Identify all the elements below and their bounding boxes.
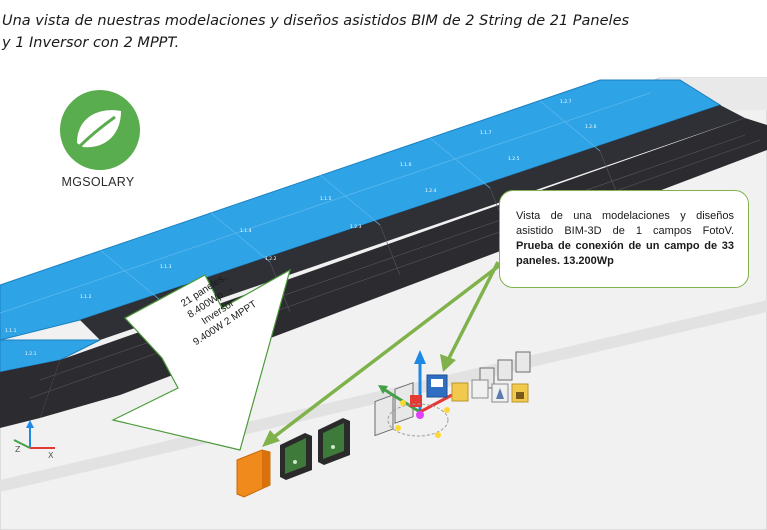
panel-label: 1.1.6 bbox=[400, 162, 412, 168]
panel-label: 1.1.7 bbox=[480, 130, 492, 136]
panel-label: 1.1.4 bbox=[240, 228, 252, 234]
caption-line-1: Una vista de nuestras modelaciones y dis… bbox=[2, 13, 630, 29]
callout-bold-text: Prueba de conexión de un campo de 33 pan… bbox=[516, 240, 734, 267]
panel-label: 1.2.3 bbox=[350, 224, 362, 230]
note-arrow-shape bbox=[111, 268, 291, 451]
gizmo-toolbar[interactable] bbox=[426, 374, 529, 403]
inverter-2[interactable] bbox=[318, 418, 350, 465]
panel-label: 1.1.2 bbox=[80, 294, 92, 300]
transform-gizmo[interactable] bbox=[378, 350, 453, 438]
leaf-logo-icon bbox=[60, 90, 140, 170]
caption: Una vista de nuestras modelaciones y dis… bbox=[2, 10, 702, 54]
panel-label: 1.2.7 bbox=[560, 99, 572, 105]
panel-grid bbox=[0, 92, 651, 314]
caption-line-2: y 1 Inversor con 2 MPPT. bbox=[2, 35, 180, 51]
panel-label: 1.1.1 bbox=[5, 328, 17, 334]
inverter-1[interactable] bbox=[280, 433, 312, 480]
panel-row-dark-upper bbox=[80, 105, 745, 340]
grid-tool-icon[interactable] bbox=[471, 379, 489, 399]
roof-edge bbox=[0, 300, 767, 492]
panel-label: 1.1.5 bbox=[320, 196, 332, 202]
panel-label: 1.2.5 bbox=[508, 156, 520, 162]
logo-text: MGSOLARY bbox=[61, 175, 135, 189]
connector-arrows bbox=[262, 261, 502, 447]
axis-indicator: Z X bbox=[13, 420, 55, 460]
info-callout: Vista de una modelaciones y diseños asis… bbox=[499, 190, 749, 288]
mgsolary-logo bbox=[52, 85, 148, 179]
panel-label: 1.2.6 bbox=[585, 124, 597, 130]
align-tool-icon[interactable] bbox=[451, 382, 469, 402]
callout-text: Vista de una modelaciones y diseños asis… bbox=[516, 210, 734, 237]
panel-label: 1.2.4 bbox=[425, 188, 437, 194]
panel-labels: 1.1.1 1.1.2 1.1.3 1.1.4 1.1.5 1.1.6 1.1.… bbox=[5, 99, 597, 357]
panel-label: 1.2.1 bbox=[25, 351, 37, 357]
panel-label: 1.1.3 bbox=[160, 264, 172, 270]
panel-dark-left-block bbox=[0, 360, 60, 428]
axis-z-label: Z bbox=[15, 445, 21, 454]
combiner-box[interactable] bbox=[236, 449, 271, 498]
panel-label: 1.2.2 bbox=[265, 256, 277, 262]
axis-x-label: X bbox=[48, 451, 54, 460]
